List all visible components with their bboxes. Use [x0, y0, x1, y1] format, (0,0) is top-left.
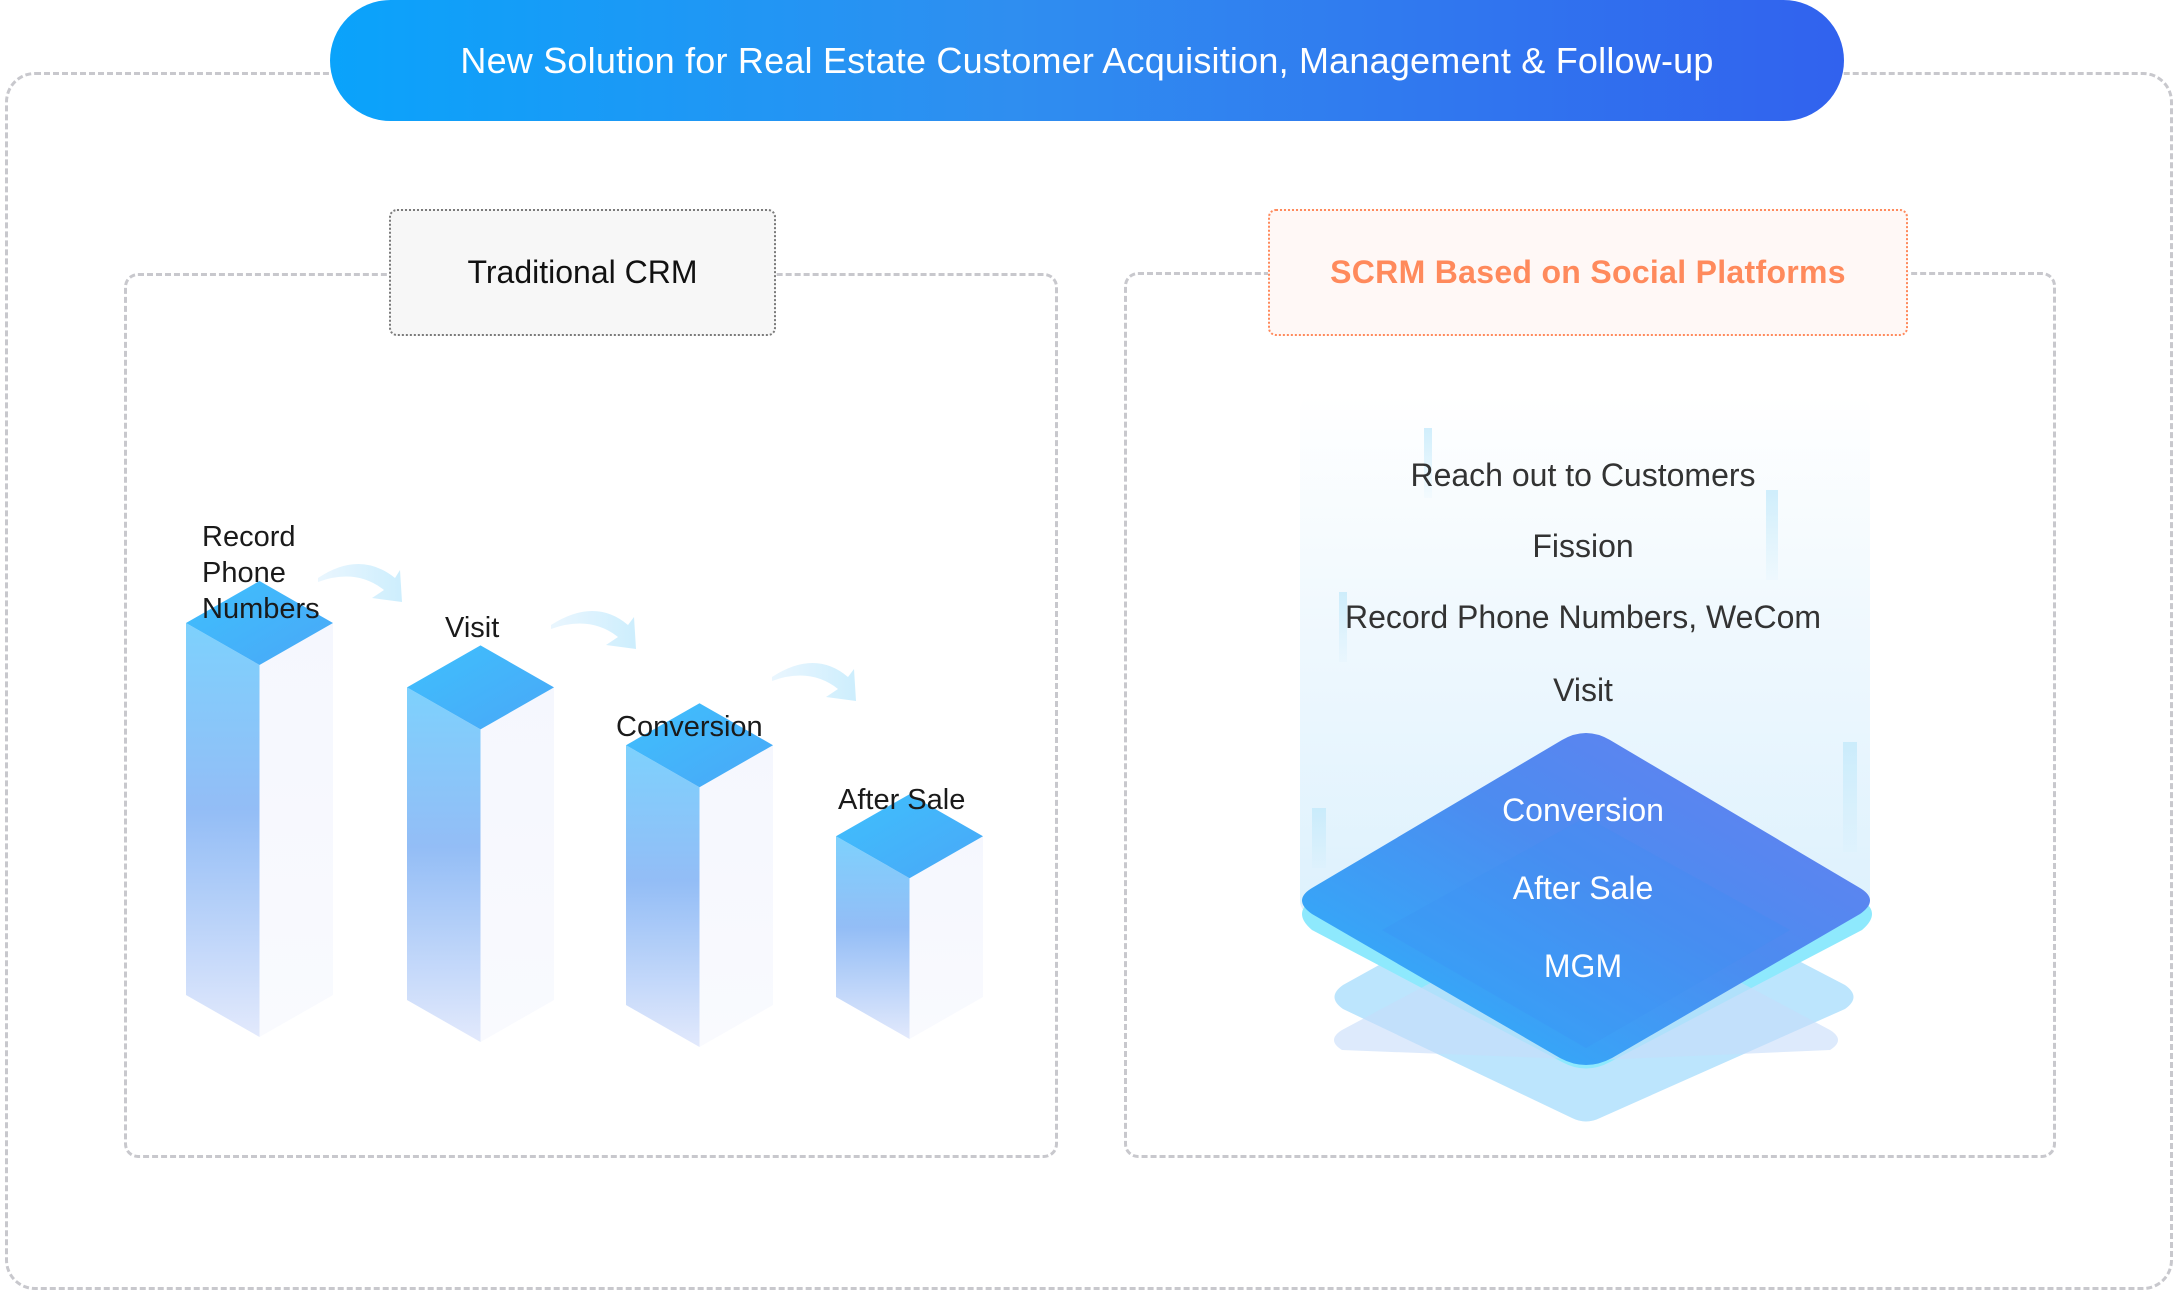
funnel-bars: [186, 581, 983, 1047]
step-label-line: Numbers: [202, 593, 320, 625]
bar-left-face: [407, 687, 481, 1042]
bar-right-face: [909, 836, 983, 1039]
traditional-crm-heading-box: Traditional CRM: [389, 209, 776, 336]
scrm-item-record-phone-wecom: Record Phone Numbers, WeCom: [1344, 599, 1822, 635]
scrm-item-fission: Fission: [1532, 528, 1634, 564]
step-label-line: Phone: [202, 557, 286, 589]
step-label-conversion: Conversion: [616, 709, 763, 745]
scrm-item-visit: Visit: [1553, 672, 1613, 708]
flow-arrow-icon: [551, 611, 636, 649]
flow-arrow-icon: [318, 564, 402, 602]
title-banner: New Solution for Real Estate Customer Ac…: [330, 0, 1844, 121]
bar-right-face: [259, 623, 333, 1037]
step-label-after-sale: After Sale: [838, 782, 965, 818]
step-label-visit: Visit: [445, 610, 499, 646]
flow-arrow-icon: [772, 663, 856, 701]
scrm-heading-box: SCRM Based on Social Platforms: [1268, 209, 1908, 336]
decorative-stripes: [1312, 428, 1857, 868]
bar-right-face: [699, 745, 773, 1047]
step-label-line: Conversion: [616, 711, 763, 743]
bar-right-face: [480, 687, 554, 1042]
platform-item-conversion: Conversion: [1502, 792, 1664, 828]
traditional-crm-heading: Traditional CRM: [467, 254, 698, 290]
funnel-bar: [836, 794, 983, 1039]
step-label-line: Visit: [445, 612, 500, 644]
bar-left-face: [186, 623, 260, 1037]
bar-top-face: [836, 794, 983, 879]
platform-diamond: [1302, 733, 1870, 1065]
bar-top-face: [626, 703, 773, 788]
funnel-bar: [407, 645, 554, 1042]
bar-top-face: [407, 645, 554, 730]
bar-top-face: [186, 581, 333, 665]
platform-inner-diamond: [1382, 817, 1790, 1048]
scrm-heading: SCRM Based on Social Platforms: [1330, 254, 1846, 290]
step-label-line: Record: [202, 521, 296, 553]
platform-item-mgm: MGM: [1543, 948, 1623, 984]
step-label-record-phone-numbers: Record Phone Numbers: [202, 519, 320, 627]
title-text: New Solution for Real Estate Customer Ac…: [460, 39, 1714, 81]
scrm-platform: [1302, 733, 1872, 1122]
flow-arrows: [318, 564, 856, 701]
step-label-line: After Sale: [838, 784, 966, 816]
funnel-bar: [186, 581, 333, 1037]
funnel-bar: [626, 703, 773, 1047]
scrm-item-reach-out: Reach out to Customers: [1410, 457, 1756, 493]
platform-item-after-sale: After Sale: [1512, 870, 1654, 906]
bar-left-face: [836, 836, 910, 1039]
bar-left-face: [626, 745, 700, 1047]
